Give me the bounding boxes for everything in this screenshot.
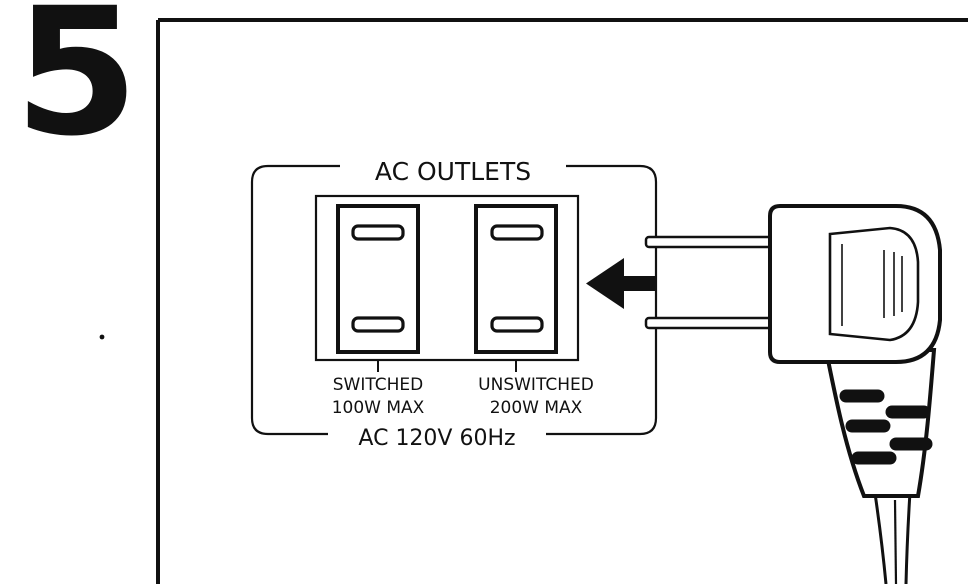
outlet-unswitched-rating: 200W MAX (490, 398, 583, 418)
outlet-switched-rating: 100W MAX (332, 398, 425, 418)
panel-footer: AC 120V 60Hz (358, 426, 515, 451)
outlet-slot (351, 316, 405, 333)
outlet-unswitched (474, 204, 558, 354)
scan-speck (99, 334, 105, 340)
outlet-slot (490, 224, 544, 241)
outlet-plate (314, 194, 580, 362)
outlet-slot (351, 224, 405, 241)
panel-title: AC OUTLETS (375, 157, 531, 186)
power-plug-icon (768, 204, 942, 584)
outlet-switched (336, 204, 420, 354)
plug-prongs (644, 235, 774, 330)
outlet-panel-outline (250, 164, 658, 436)
outlet-unswitched-label: UNSWITCHED (478, 375, 594, 395)
outlet-switched-label: SWITCHED (333, 375, 424, 395)
arrow-left-icon (586, 258, 656, 309)
diagram-frame (156, 18, 968, 584)
step-number: 5 (14, 0, 139, 175)
outlet-slot (490, 316, 544, 333)
